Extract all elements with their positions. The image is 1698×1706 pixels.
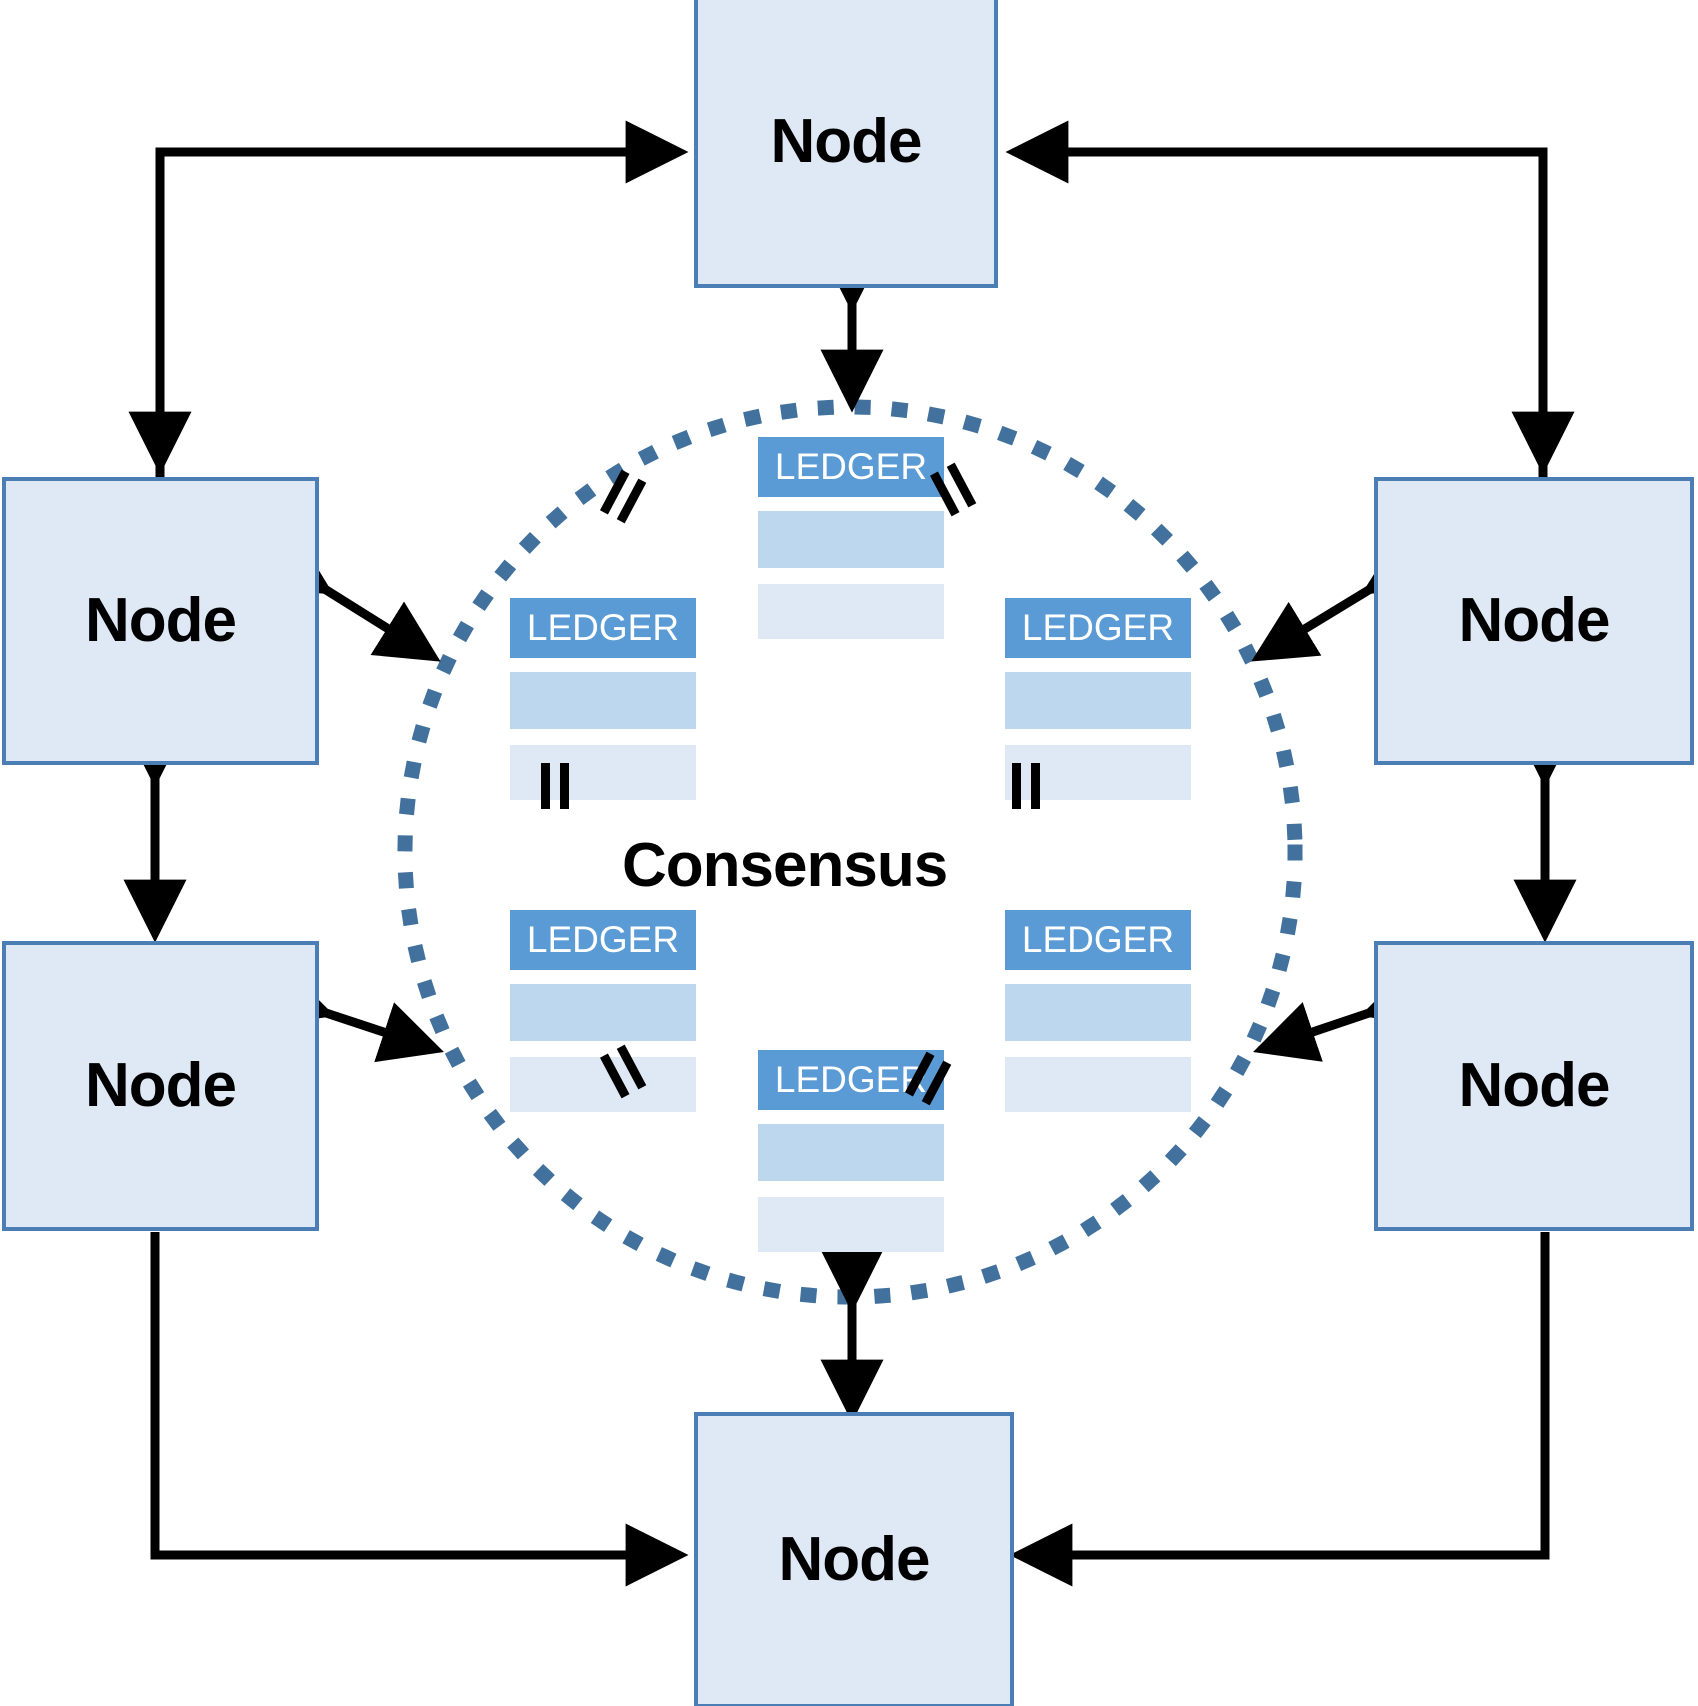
consensus-label: Consensus <box>622 831 948 900</box>
equals-mark-mid-right <box>1006 755 1046 809</box>
arrow-leftlower-to-bottom <box>150 1232 689 1587</box>
ledger-top-row-2 <box>758 511 944 568</box>
node-left-lower[interactable]: Node <box>2 941 319 1231</box>
node-top-label: Node <box>770 107 923 176</box>
ledger-bottom-row-2 <box>758 1124 944 1181</box>
equals-mark-mid-left <box>535 755 575 809</box>
node-right-upper[interactable]: Node <box>1374 477 1694 765</box>
arrow-leftlower-consensus <box>265 966 444 1063</box>
ledger-top-row-3 <box>758 584 944 639</box>
ledger-lower-left[interactable]: LEDGER <box>510 910 696 1112</box>
node-bottom-label: Node <box>778 1525 931 1594</box>
ledger-lower-left-row-2 <box>510 984 696 1041</box>
arrow-rightupper-to-top <box>1005 120 1548 478</box>
node-left-upper-label: Node <box>85 586 237 655</box>
ledger-lower-right-row-2 <box>1005 984 1191 1041</box>
arrow-rightlower-to-bottom <box>1009 1232 1550 1587</box>
ledger-upper-left-header: LEDGER <box>510 598 696 658</box>
arrow-rightlower-consensus <box>1253 966 1430 1062</box>
ledger-upper-left-row-2 <box>510 672 696 729</box>
ledger-lower-left-header: LEDGER <box>510 910 696 970</box>
ledger-bottom[interactable]: LEDGER <box>758 1050 944 1252</box>
ledger-lower-right-row-3 <box>1005 1057 1191 1112</box>
node-top[interactable]: Node <box>694 0 998 288</box>
arrow-rightupper-consensus <box>1251 534 1432 662</box>
ledger-top-header: LEDGER <box>758 437 944 497</box>
ledger-lower-right-header: LEDGER <box>1005 910 1191 970</box>
ledger-top[interactable]: LEDGER <box>758 437 944 639</box>
ledger-bottom-header: LEDGER <box>758 1050 944 1110</box>
arrow-leftupper-to-top <box>155 120 689 478</box>
arrow-leftupper-consensus <box>263 534 441 662</box>
node-left-lower-label: Node <box>85 1051 237 1120</box>
ledger-lower-left-row-3 <box>510 1057 696 1112</box>
node-bottom[interactable]: Node <box>694 1412 1014 1706</box>
node-right-lower[interactable]: Node <box>1374 941 1694 1231</box>
ledger-lower-right[interactable]: LEDGER <box>1005 910 1191 1112</box>
ledger-upper-right-header: LEDGER <box>1005 598 1191 658</box>
node-right-lower-label: Node <box>1458 1051 1611 1120</box>
ledger-upper-right-row-2 <box>1005 672 1191 729</box>
node-right-upper-label: Node <box>1458 586 1611 655</box>
ledger-bottom-row-3 <box>758 1197 944 1252</box>
node-left-upper[interactable]: Node <box>2 477 319 765</box>
